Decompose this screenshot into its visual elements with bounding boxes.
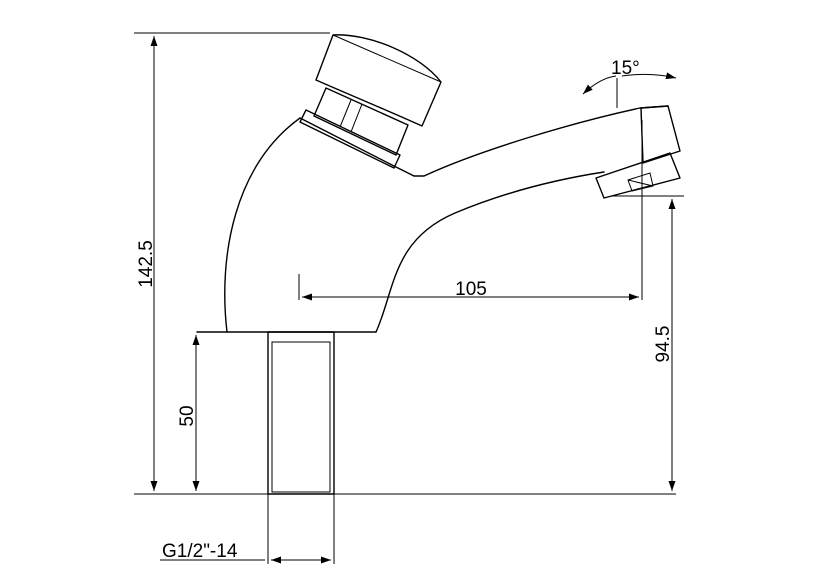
dim-angle-arc-left xyxy=(582,75,617,95)
label-total-height: 142.5 xyxy=(136,240,157,288)
aerator xyxy=(595,152,681,199)
spout-underside-outline xyxy=(375,171,605,333)
push-button-assembly xyxy=(299,34,442,169)
shank-outer xyxy=(267,331,335,495)
body-left-outline xyxy=(224,117,301,333)
spout-outlet xyxy=(595,105,681,199)
dimension-lines xyxy=(134,32,684,564)
button-stem xyxy=(313,87,409,156)
button-cap xyxy=(315,34,442,127)
label-outlet-height: 94.5 xyxy=(653,326,674,363)
spout-top-outline xyxy=(413,105,669,177)
stem-edge-2 xyxy=(350,103,363,133)
label-thread: G1/2"-14 xyxy=(162,541,238,562)
button-collar xyxy=(299,109,401,169)
body-shoulder-outline xyxy=(299,117,415,177)
label-spout-reach: 105 xyxy=(455,279,487,300)
dim-angle-arc-right xyxy=(621,72,677,80)
shank-inner xyxy=(271,341,331,493)
label-base-height: 50 xyxy=(177,405,198,426)
button-cap-edge xyxy=(332,34,442,83)
spout-nose xyxy=(640,105,681,164)
faucet-body xyxy=(196,105,669,333)
aerator-cross xyxy=(627,179,654,187)
label-spout-angle: 15° xyxy=(611,58,640,79)
threaded-shank xyxy=(267,331,335,495)
stem-edge-1 xyxy=(339,99,352,128)
